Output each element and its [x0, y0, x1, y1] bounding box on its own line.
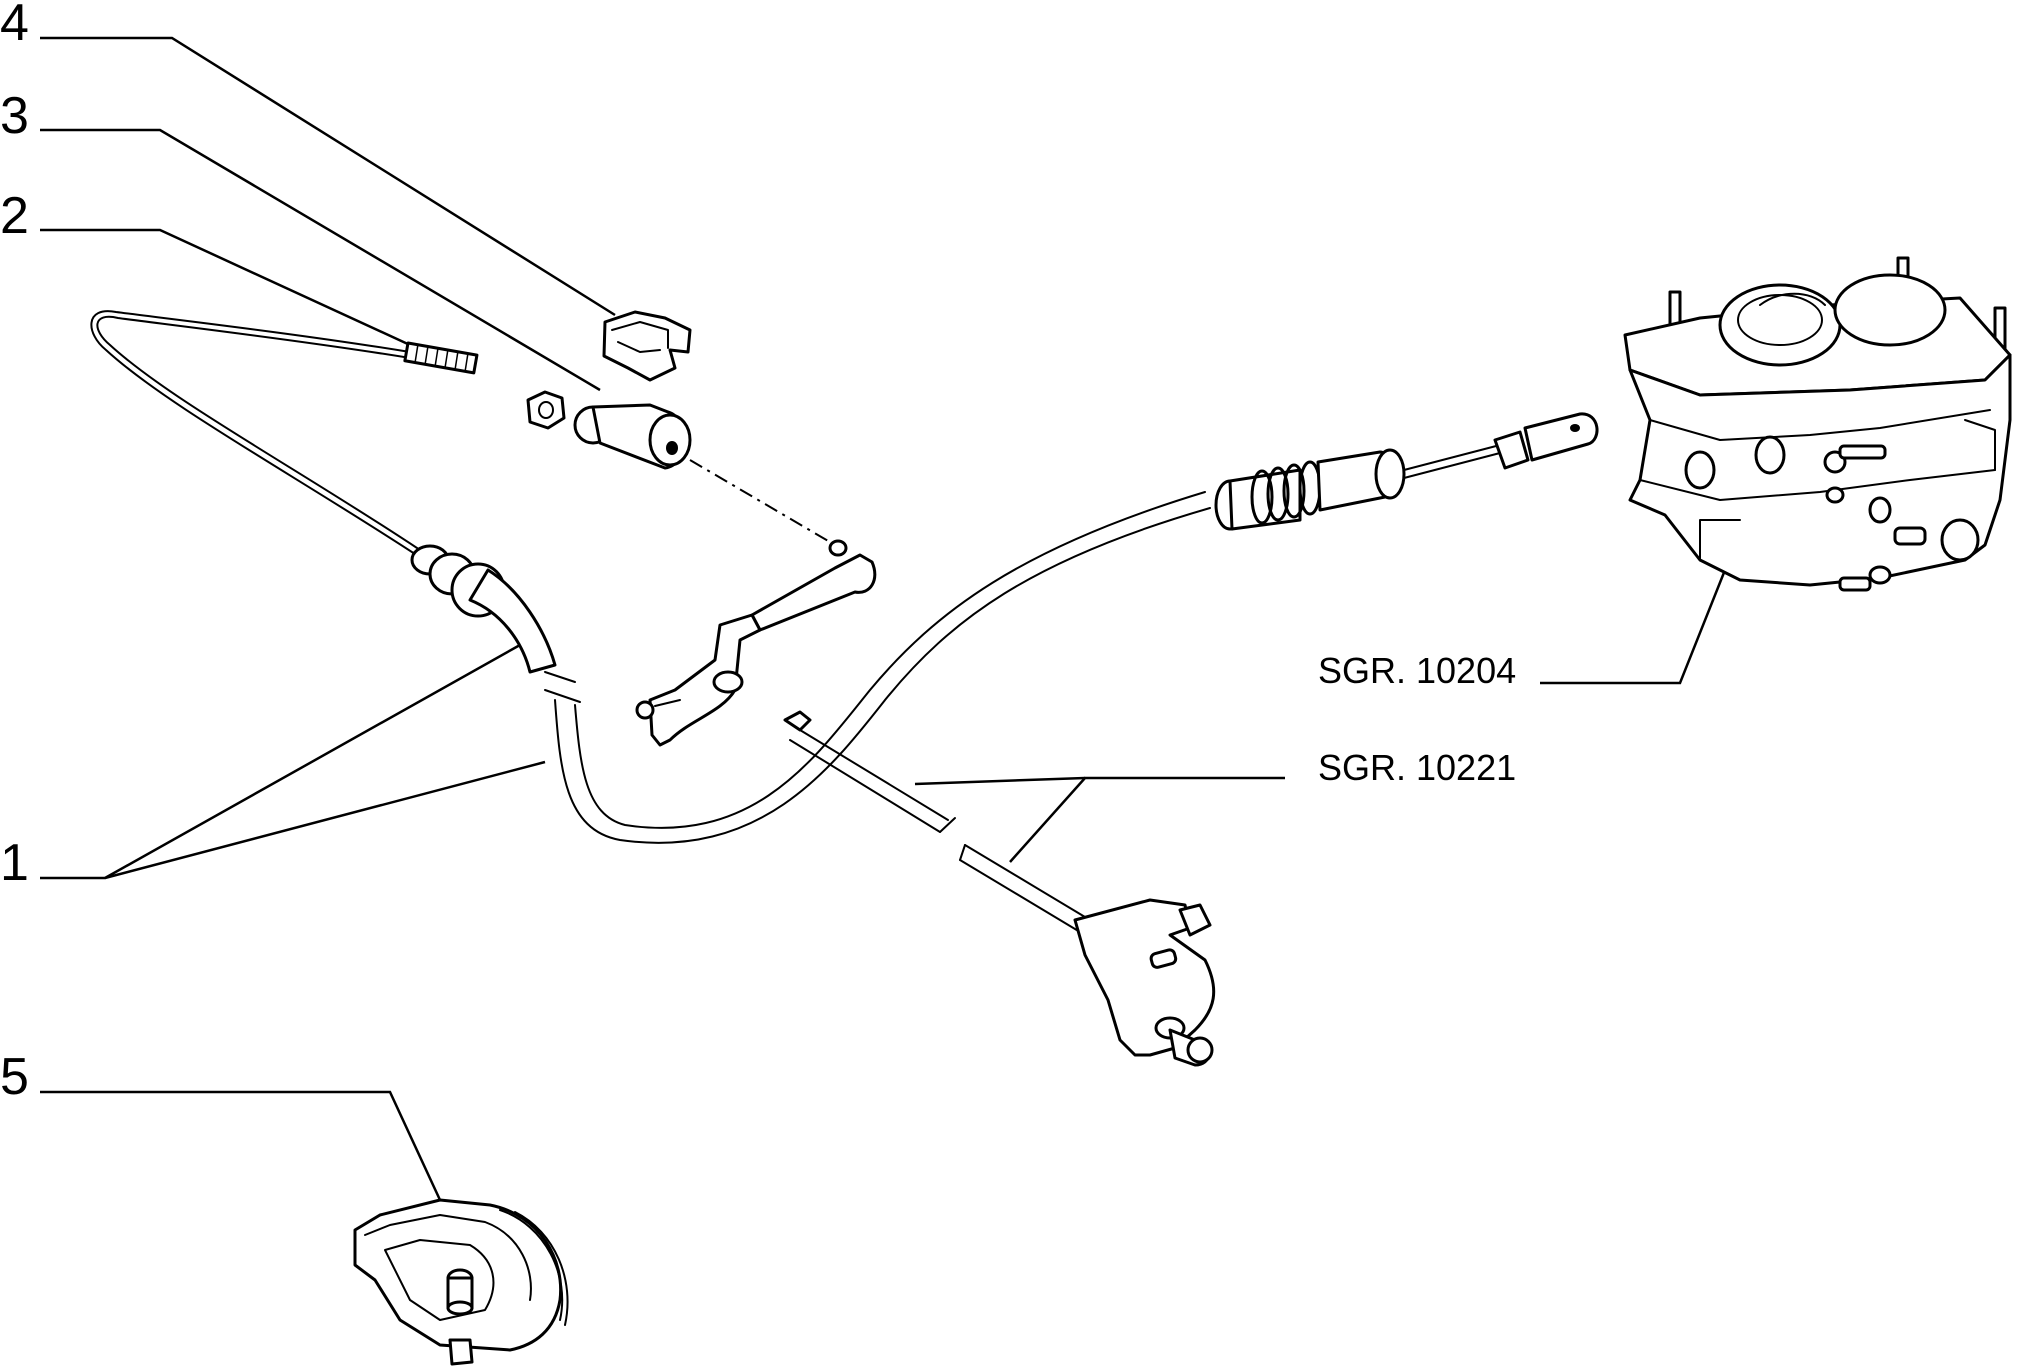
leader-line-2 — [40, 228, 411, 347]
leader-line-1a — [40, 643, 521, 880]
callout-1: 1 — [0, 834, 29, 892]
carburettor — [1623, 256, 2012, 592]
callout-2: 2 — [0, 187, 29, 245]
leader-line-1b — [104, 760, 546, 880]
pedal-bracket — [635, 459, 877, 747]
part-3-fitting — [573, 403, 692, 470]
leader-lines — [40, 36, 1727, 1201]
leader-line-5 — [40, 1090, 442, 1201]
callout-3: 3 — [0, 87, 29, 145]
part-4-clip — [602, 310, 692, 382]
part-5-pedal-pad — [353, 1198, 569, 1366]
callout-4: 4 — [0, 0, 29, 52]
carburettor-choke-right — [1833, 273, 1947, 347]
cable-inner-wire-left — [96, 315, 421, 551]
throttle-lever-arm — [1073, 898, 1216, 1057]
cable-eye-end — [1493, 430, 1530, 470]
callout-sgr-10204: SGR. 10204 — [1318, 650, 1516, 691]
leader-line-sgr-10204 — [1540, 569, 1727, 685]
leader-line-3 — [40, 128, 601, 392]
cable-outer-sheath — [554, 507, 1211, 844]
throttle-linkage — [783, 710, 1216, 1067]
leader-line-4 — [40, 36, 616, 317]
leader-line-sgr-10221 — [1009, 776, 1285, 863]
accelerator-cable — [90, 310, 1599, 844]
callout-5: 5 — [0, 1048, 29, 1106]
cable-return-spring — [1250, 460, 1322, 525]
leader-line-sgr-10221-branch — [914, 776, 1086, 786]
callout-sgr-10221: SGR. 10221 — [1318, 747, 1516, 788]
part-2-nut — [526, 390, 566, 430]
cable-threaded-end — [403, 341, 479, 375]
alignment-line — [689, 459, 836, 546]
